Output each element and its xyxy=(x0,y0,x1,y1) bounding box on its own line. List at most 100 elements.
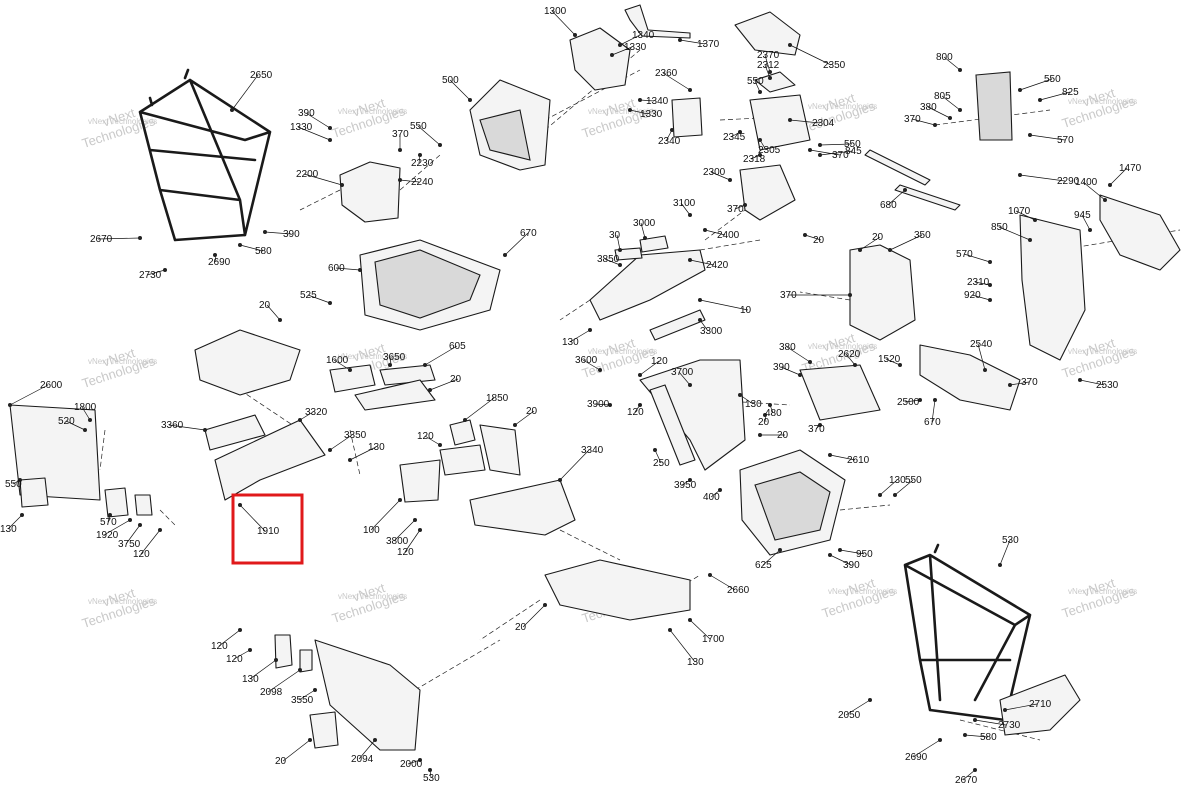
leader-line xyxy=(943,56,961,71)
watermark-text: vNext Technologies xyxy=(88,357,157,366)
callout-label: 570 xyxy=(100,517,117,528)
fastener xyxy=(1088,228,1092,232)
part-3550 xyxy=(299,649,313,673)
fastener xyxy=(308,738,312,742)
callout-label: 2310 xyxy=(967,277,990,288)
leader-line xyxy=(962,769,976,781)
leader-line xyxy=(974,281,991,286)
fastener xyxy=(108,513,112,517)
leader-line xyxy=(266,304,281,321)
callout-label: 20 xyxy=(259,300,271,311)
fastener xyxy=(778,548,782,552)
fastener xyxy=(728,178,732,182)
assembly-dash-line xyxy=(159,509,176,526)
callout-label: 1600 xyxy=(326,355,349,366)
callout-label: 1330 xyxy=(624,42,647,53)
part-950-grid xyxy=(754,471,831,541)
fastener xyxy=(1103,198,1107,202)
fastener xyxy=(230,108,234,112)
cage-2650 xyxy=(138,68,272,242)
leader-line xyxy=(786,346,811,363)
fastener xyxy=(888,248,892,252)
fastener xyxy=(758,153,762,157)
fastener xyxy=(903,188,907,192)
leader-line xyxy=(845,353,856,366)
leader-line xyxy=(616,234,621,251)
leader-line xyxy=(964,734,989,738)
leader-line xyxy=(665,129,673,142)
callout-label: 130 xyxy=(368,442,385,453)
leader-line xyxy=(594,403,611,406)
leader-line xyxy=(559,449,590,481)
leader-line xyxy=(514,410,535,426)
leader-line xyxy=(911,118,936,126)
leader-line xyxy=(710,171,731,181)
leader-line xyxy=(103,519,131,536)
leader-line xyxy=(789,44,832,66)
callout-label: 3850 xyxy=(597,254,620,265)
fastener xyxy=(738,393,742,397)
fastener xyxy=(703,228,707,232)
fastener xyxy=(238,243,242,247)
part-1400 xyxy=(1099,194,1181,271)
fastener xyxy=(573,33,577,37)
fastener xyxy=(958,108,962,112)
callout-label: 2370 xyxy=(757,50,780,61)
leader-line xyxy=(267,669,301,693)
callout-label: 480 xyxy=(765,408,782,419)
leader-line xyxy=(689,619,711,640)
part-850 xyxy=(1019,214,1086,361)
leader-line xyxy=(349,446,377,461)
leader-line xyxy=(859,236,881,251)
leader-line xyxy=(629,109,649,115)
callout-label: 120 xyxy=(211,641,228,652)
leader-line xyxy=(65,420,86,431)
callout-label: 20 xyxy=(526,406,538,417)
fastener xyxy=(808,148,812,152)
leader-line xyxy=(709,574,736,591)
leader-line xyxy=(619,34,641,46)
fastener xyxy=(138,236,142,240)
fastener xyxy=(313,688,317,692)
callout-label: 2620 xyxy=(838,349,861,360)
leader-line xyxy=(399,179,420,183)
fastener xyxy=(893,493,897,497)
callout-label: 20 xyxy=(872,232,884,243)
fastener xyxy=(238,503,242,507)
fastener xyxy=(853,363,857,367)
callout-label: 20 xyxy=(813,235,825,246)
fastener xyxy=(618,263,622,267)
callout-label: 2340 xyxy=(658,136,681,147)
watermark-text: vNext Technologies xyxy=(1068,347,1137,356)
callout-label: 130 xyxy=(687,657,704,668)
leader-line xyxy=(358,739,376,760)
leader-line xyxy=(662,72,691,91)
fastener xyxy=(868,698,872,702)
fastener xyxy=(513,423,517,427)
part-800 xyxy=(975,71,1013,141)
leader-line xyxy=(931,399,936,423)
callout-label: 120 xyxy=(627,407,644,418)
fastener xyxy=(818,423,822,427)
part-2600 xyxy=(799,364,881,421)
callout-label: 120 xyxy=(133,549,150,560)
callout-label: 580 xyxy=(980,732,997,743)
callout-label: 3750 xyxy=(118,539,141,550)
fastener xyxy=(638,403,642,407)
watermark-text: vNext Technologies xyxy=(338,352,407,361)
callout-label: 2098 xyxy=(260,687,283,698)
fastener xyxy=(1028,238,1032,242)
part-3750 xyxy=(134,494,153,516)
leader-line xyxy=(1015,210,1036,221)
leader-line xyxy=(1082,181,1106,201)
callout-label: 3360 xyxy=(161,420,184,431)
callout-label: 550 xyxy=(1044,74,1061,85)
leader-line xyxy=(239,244,264,252)
part-3950 xyxy=(649,384,696,466)
leader-line xyxy=(551,10,576,36)
leader-line xyxy=(168,424,206,431)
callout-label: 130 xyxy=(745,399,762,410)
fastener xyxy=(898,363,902,367)
callout-label: 120 xyxy=(651,356,668,367)
